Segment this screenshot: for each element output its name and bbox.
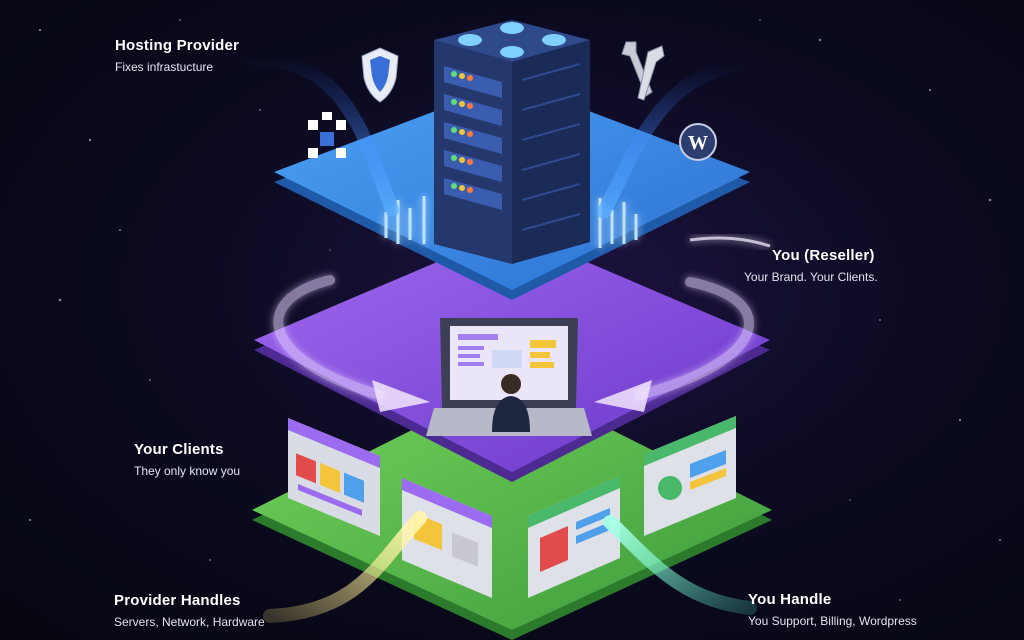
shield-icon <box>361 47 399 103</box>
label-provider-handles: Provider Handles Servers, Network, Hardw… <box>114 592 265 629</box>
label-subtitle: Your Brand. Your Clients. <box>744 270 878 284</box>
provider-beams <box>243 51 747 219</box>
loop-arrows <box>273 275 754 412</box>
label-title: Hosting Provider <box>115 37 240 54</box>
label-hosting-provider: Hosting Provider Fixes infrastucture <box>115 37 239 74</box>
person-icon <box>492 374 530 432</box>
browser-window-icon <box>402 478 492 598</box>
reseller-connector <box>689 236 771 248</box>
wrench-icon <box>621 41 665 101</box>
browser-window-icon <box>528 476 620 598</box>
browser-window-icon <box>288 418 380 536</box>
label-subtitle: They only know you <box>134 464 241 478</box>
laptop-icon <box>426 318 592 436</box>
starfield <box>28 19 1001 601</box>
network-nodes-icon <box>308 112 346 158</box>
label-title: Your Clients <box>134 441 224 458</box>
label-subtitle: Servers, Network, Hardware <box>114 615 265 629</box>
you-handle-beam <box>603 515 757 615</box>
signal-bars <box>384 196 638 248</box>
label-title: You Handle <box>748 591 832 608</box>
label-subtitle: Fixes infrastucture <box>115 60 214 74</box>
label-subtitle: You Support, Billing, Wordpress <box>748 614 917 628</box>
label-reseller: You (Reseller) Your Brand. Your Clients. <box>744 247 878 284</box>
wordpress-icon: W <box>679 123 717 161</box>
server-icon <box>434 20 590 264</box>
provider-handles-beam <box>263 511 427 623</box>
label-title: You (Reseller) <box>772 247 875 264</box>
label-your-clients: Your Clients They only know you <box>134 441 240 478</box>
browser-window-icon <box>644 416 736 536</box>
label-you-handle: You Handle You Support, Billing, Wordpre… <box>748 591 917 628</box>
label-title: Provider Handles <box>114 592 241 609</box>
svg-text:W: W <box>688 132 708 154</box>
